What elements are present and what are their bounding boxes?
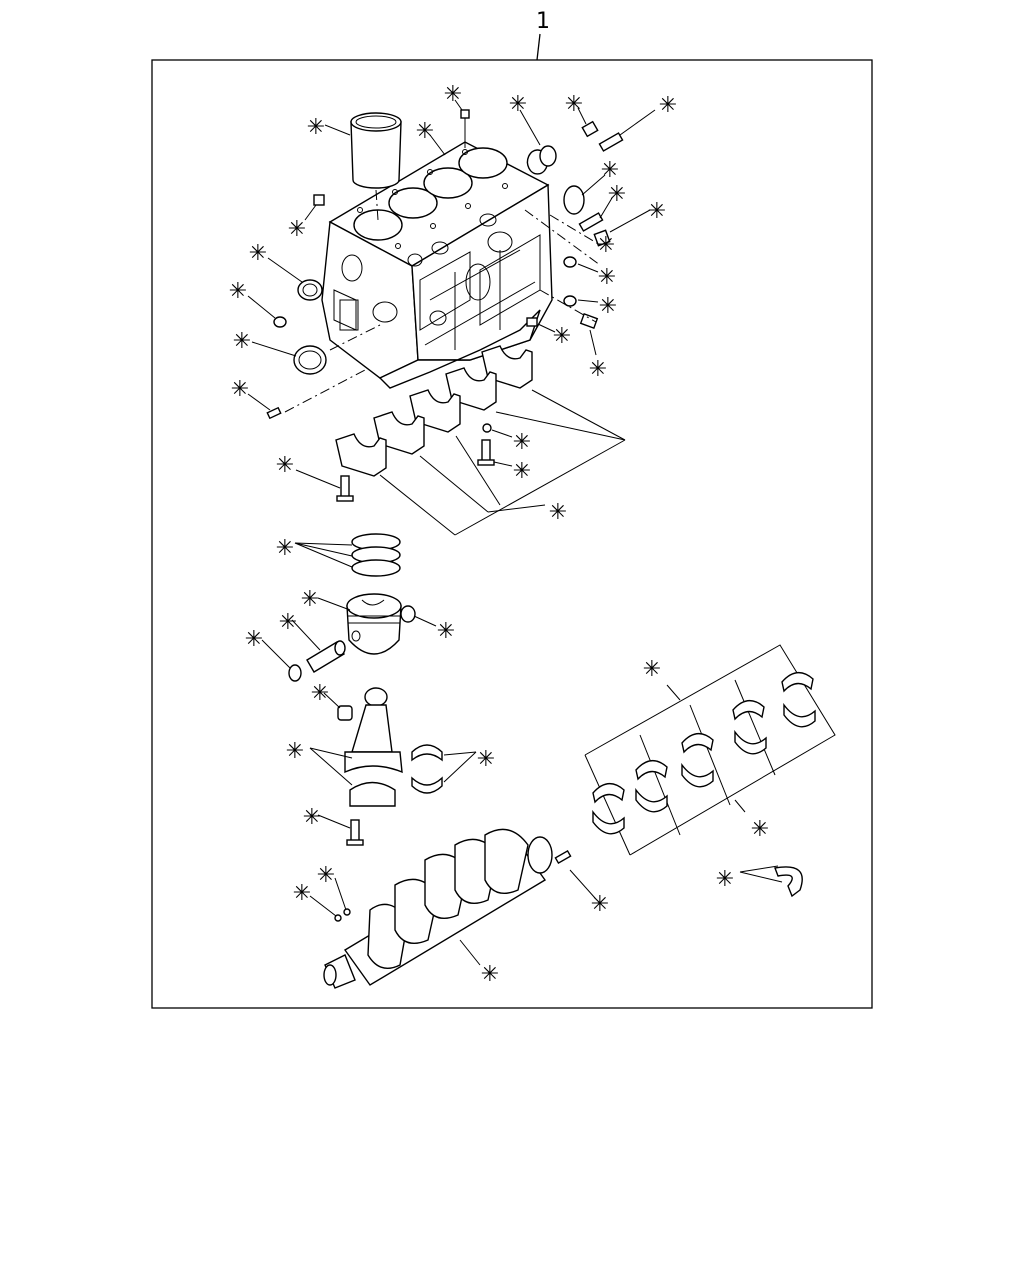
callout-right-bolt: ✳ xyxy=(597,233,615,258)
crankshaft xyxy=(323,828,572,989)
cylinder-liner xyxy=(350,112,402,221)
callout-cap-bolt: ✳ xyxy=(513,459,531,484)
block-top-hardware xyxy=(313,109,624,266)
callout-right-plug-2: ✳ xyxy=(599,294,617,319)
callout-drain-plug-side: ✳ xyxy=(648,199,666,224)
block-right-hardware xyxy=(526,256,599,329)
thrust-washers xyxy=(739,865,803,898)
connecting-rod xyxy=(309,687,403,846)
callout-leaders xyxy=(247,99,656,966)
assembly-number: 1 xyxy=(536,9,550,34)
callout-main-bearings-lower: ✳ xyxy=(751,817,769,842)
callout-dowel-pin-top: ✳ xyxy=(659,93,677,118)
callout-cylinder-liner: ✳ xyxy=(307,115,325,140)
callout-cap-washer: ✳ xyxy=(513,430,531,455)
callout-right-plug-4: ✳ xyxy=(589,357,607,382)
callout-rear-oil-seal: ✳ xyxy=(249,241,267,266)
main-bearing-caps xyxy=(335,345,626,536)
callout-expansion-plug-side: ✳ xyxy=(601,158,619,183)
callout-main-bearings-upper: ✳ xyxy=(643,657,661,682)
conrod-bearings xyxy=(411,744,477,794)
callout-crank-plug-2: ✳ xyxy=(293,881,311,906)
callout-piston-rings: ✳ xyxy=(276,536,294,561)
assembly-frame xyxy=(151,59,873,1009)
callout-snap-ring-right: ✳ xyxy=(437,619,455,644)
callout-conrod-bearings: ✳ xyxy=(477,747,495,772)
callout-dowel-pin-left: ✳ xyxy=(231,377,249,402)
callout-pin-bushing: ✳ xyxy=(311,681,329,706)
callout-top-plug: ✳ xyxy=(565,92,583,117)
callout-conrod-bolt: ✳ xyxy=(303,805,321,830)
callout-thrust-washers: ✳ xyxy=(716,867,734,892)
callout-dowel-pin-side: ✳ xyxy=(608,182,626,207)
callout-crank-plug-1: ✳ xyxy=(317,863,335,888)
callout-cap-bolt-front: ✳ xyxy=(276,453,294,478)
callout-crankshaft: ✳ xyxy=(481,962,499,987)
cylinder-block xyxy=(321,141,553,389)
piston xyxy=(346,593,416,655)
callout-block-plug-top: ✳ xyxy=(444,82,462,107)
main-bearings xyxy=(584,644,836,856)
assembly-leader xyxy=(536,33,541,61)
callout-cylinder-block: ✳ xyxy=(416,119,434,144)
callout-connecting-rod: ✳ xyxy=(286,739,304,764)
callout-snap-ring-left: ✳ xyxy=(245,627,263,652)
callout-left-plug: ✳ xyxy=(288,217,306,242)
piston-rings xyxy=(351,533,401,577)
callout-left-plug-lower: ✳ xyxy=(229,279,247,304)
callout-crank-key: ✳ xyxy=(591,892,609,917)
block-left-hardware xyxy=(266,279,381,420)
callout-piston-pin: ✳ xyxy=(279,610,297,635)
callout-expansion-plug-top: ✳ xyxy=(509,92,527,117)
callout-right-plug-3: ✳ xyxy=(553,324,571,349)
callout-piston: ✳ xyxy=(301,587,319,612)
callout-front-oil-seal: ✳ xyxy=(233,329,251,354)
callout-markers: ✳ ✳ ✳ ✳ ✳ ✳ ✳ ✳ ✳ ✳ ✳ ✳ ✳ ✳ ✳ ✳ ✳ ✳ ✳ ✳ ✳ ✳ ✳ ✳ ✳ ✳ ✳ ✳ ✳ ✳ ✳ ✳ ✳ ✳ ✳ ✳ ✳ ✳ ✳ xyxy=(229,82,769,987)
piston-pin xyxy=(288,640,346,682)
callout-main-bearing-caps: ✳ xyxy=(549,500,567,525)
callout-right-plug-1: ✳ xyxy=(598,265,616,290)
